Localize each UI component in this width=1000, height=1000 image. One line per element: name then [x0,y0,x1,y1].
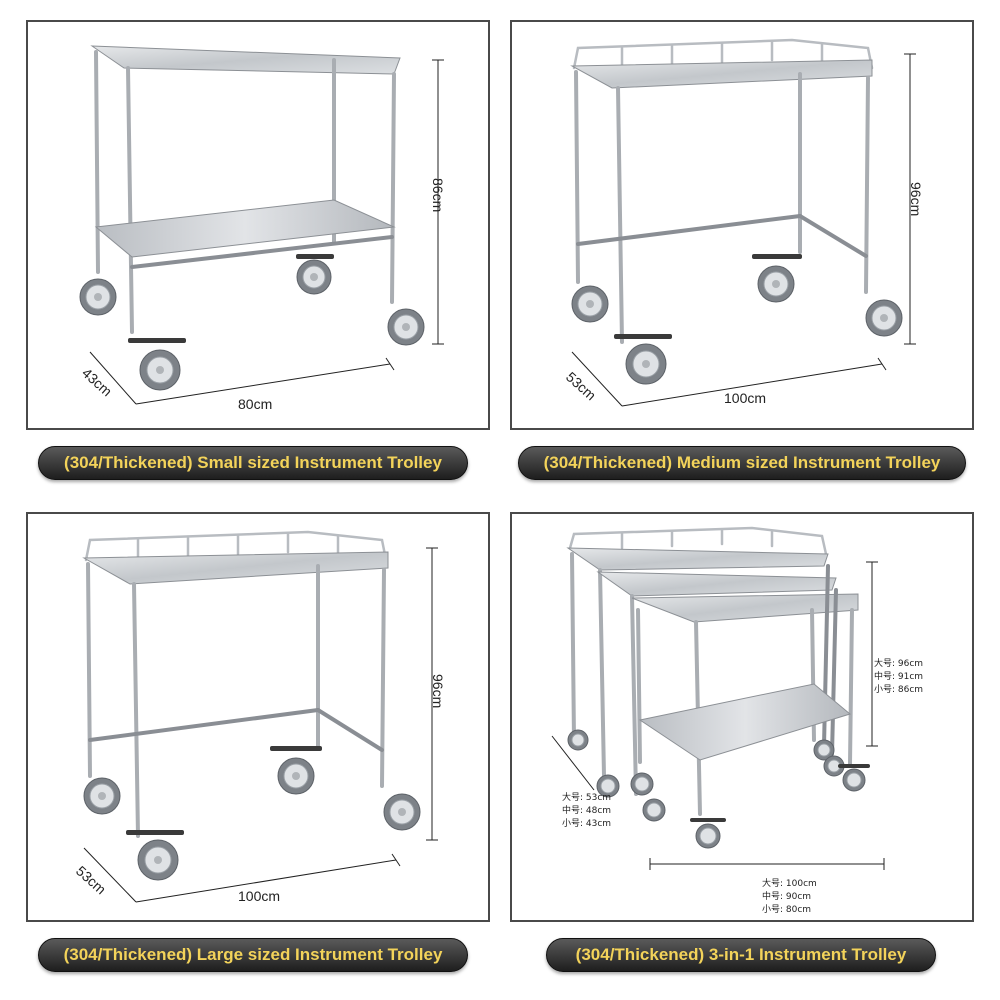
width-label: 100cm [238,888,281,904]
small-trolley-illustration [79,45,444,405]
wheel [614,334,672,385]
wheel [270,746,322,795]
wheel [642,798,666,822]
wheel [630,772,654,796]
product-panel-medium: 96cm 53cm 100cm [510,20,974,430]
wheel [752,254,802,303]
width-label: 80cm [238,396,273,412]
height-label-large: 大号: 96cm [874,659,924,669]
depth-label-small: 小号: 43cm [562,819,612,829]
depth-labels: 大号: 53cm 中号: 48cm 小号: 43cm [562,792,611,831]
wheel [383,793,421,831]
wheel [838,764,870,792]
wheel [79,278,117,316]
wheel [126,830,184,881]
wheel [567,729,589,751]
nested-trolley-illustration [551,526,885,870]
wheel [83,777,121,815]
caption-large: (304/Thickened) Large sized Instrument T… [38,938,468,972]
height-label-medium: 中号: 91cm [874,672,924,682]
product-panel-large: 96cm 53cm 100cm [26,512,490,922]
top-shelf [90,45,401,75]
wheel [128,338,186,391]
product-panel-3in1: 大号: 96cm 中号: 91cm 小号: 86cm 大号: 53cm 中号: … [510,512,974,922]
height-label: 96cm [430,674,446,709]
depth-label-medium: 中号: 48cm [562,806,612,816]
wheel [596,774,620,798]
height-label-small: 小号: 86cm [874,685,924,695]
height-label: 96cm [908,182,924,217]
large-trolley-illustration [82,530,438,903]
width-label-medium: 中号: 90cm [762,892,812,902]
width-labels: 大号: 100cm 中号: 90cm 小号: 80cm [762,878,817,917]
wheel [296,254,334,295]
top-tray [82,551,389,585]
height-label: 86cm [430,178,446,213]
wheel [690,818,726,849]
caption-small: (304/Thickened) Small sized Instrument T… [38,446,468,480]
wheel [813,739,835,761]
caption-medium: (304/Thickened) Medium sized Instrument … [518,446,966,480]
wheel [865,299,903,337]
height-labels: 大号: 96cm 中号: 91cm 小号: 86cm [874,658,923,697]
width-label-small: 小号: 80cm [762,905,812,915]
bottom-shelf [94,199,396,258]
wheel [571,285,609,323]
top-tray [570,59,873,89]
depth-label-large: 大号: 53cm [562,793,612,803]
product-panel-small: 86cm 43cm 80cm [26,20,490,430]
wheel [387,308,425,346]
caption-3in1: (304/Thickened) 3-in-1 Instrument Trolle… [546,938,936,972]
width-label: 100cm [724,390,767,406]
medium-trolley-illustration [570,38,916,407]
width-label-large: 大号: 100cm [762,879,817,889]
